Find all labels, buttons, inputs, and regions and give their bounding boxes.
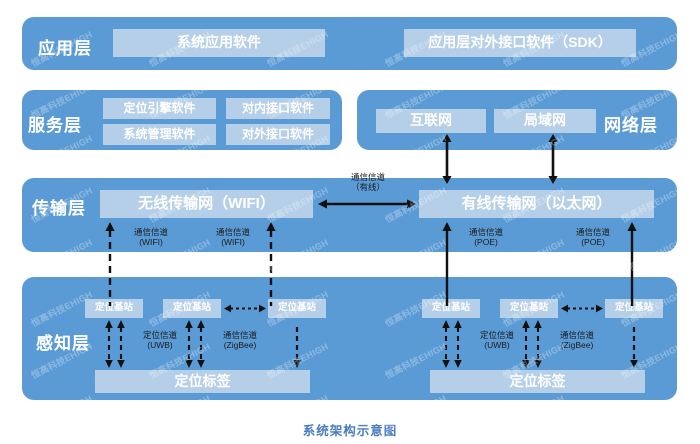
base-station-l1: 定位基站 [85,299,143,318]
application-box-system-app: 系统应用软件 [113,29,325,57]
arrow-basestation-l3-to-tag [291,320,303,368]
zigbee-left-line1: 通信信道 [222,330,257,340]
network-box-lan: 局域网 [494,109,596,133]
uwb-right-line1: 定位信道 [479,330,514,340]
arrow-basestation-link-right [561,302,603,315]
service-box-internal-interface: 对内接口软件 [226,98,330,119]
channel-label-poe-left: 通信信道 (POE) [454,227,518,247]
transport-link-label-line2: （有线） [350,182,385,193]
arrow-zigbee-left-a [183,320,195,368]
arrow-internet-to-transport [440,134,454,184]
zigbee-right-line1: 通信信道 [559,330,594,340]
poe-left-line1: 通信信道 [468,227,503,237]
base-station-r1: 定位基站 [422,299,480,318]
transport-layer-label: 传输层 [32,199,86,218]
transport-link-channel-label: 通信信道 （有线） [322,172,414,192]
arrow-poe-left-uplink [440,222,454,306]
wifi-left-line2: (WIFI) [139,237,163,248]
positioning-tag-right: 定位标签 [430,370,645,393]
arrow-wireless-wired-link [318,197,416,211]
service-box-positioning-engine: 定位引擎软件 [103,98,216,119]
arrow-wifi-right-uplink [264,222,278,306]
channel-label-uwb-left: 定位信道 (UWB) [129,330,191,350]
arrow-basestation-link-left [224,302,266,315]
transport-box-wireless-wifi: 无线传输网（WIFI） [100,190,313,218]
transport-box-wired-ethernet: 有线传输网（以太网） [419,190,654,218]
network-layer-label: 网络层 [604,116,658,135]
positioning-tag-left: 定位标签 [95,370,310,393]
arrow-uwb-right-a [440,320,452,368]
channel-label-uwb-right: 定位信道 (UWB) [466,330,528,350]
arrow-uwb-right-b [452,320,464,368]
base-station-l3: 定位基站 [268,299,326,318]
base-station-l2: 定位基站 [163,299,221,318]
wifi-right-line1: 通信信道 [215,227,250,237]
base-station-r2: 定位基站 [500,299,558,318]
zigbee-right-line2: (ZigBee) [560,340,594,351]
poe-left-line2: (POE) [474,237,498,248]
poe-right-line2: (POE) [581,237,605,248]
channel-label-wifi-left: 通信信道 (WIFI) [118,227,184,247]
base-station-r3: 定位基站 [605,299,663,318]
zigbee-left-line2: (ZigBee) [223,340,257,351]
diagram-caption: 系统架构示意图 [302,424,398,438]
network-box-internet: 互联网 [376,109,486,133]
service-box-system-management: 系统管理软件 [103,124,216,145]
arrow-zigbee-right-a [520,320,532,368]
arrow-uwb-left-a [103,320,115,368]
arrow-zigbee-right-b [532,320,544,368]
service-layer-label: 服务层 [28,116,82,135]
wifi-left-line1: 通信信道 [133,227,168,237]
channel-label-zigbee-left: 通信信道 (ZigBee) [206,330,274,350]
wifi-right-line2: (WIFI) [221,237,245,248]
perception-layer-label: 感知层 [36,334,90,353]
channel-label-wifi-right: 通信信道 (WIFI) [200,227,266,247]
channel-label-zigbee-right: 通信信道 (ZigBee) [543,330,611,350]
application-layer-label: 应用层 [38,39,92,58]
transport-link-label-line1: 通信信道 [350,172,385,182]
arrow-basestation-r3-to-tag [628,320,640,368]
arrow-poe-right-uplink [625,222,639,306]
uwb-left-line2: (UWB) [147,340,173,351]
arrow-uwb-left-b [115,320,127,368]
uwb-right-line2: (UWB) [484,340,510,351]
service-box-external-interface: 对外接口软件 [226,124,330,145]
arrow-wifi-left-uplink [103,222,117,306]
application-box-sdk: 应用层对外接口软件（SDK） [404,29,636,57]
arrow-zigbee-left-b [195,320,207,368]
arrow-lan-to-transport [546,134,560,184]
uwb-left-line1: 定位信道 [142,330,177,340]
poe-right-line1: 通信信道 [575,227,610,237]
channel-label-poe-right: 通信信道 (POE) [561,227,625,247]
